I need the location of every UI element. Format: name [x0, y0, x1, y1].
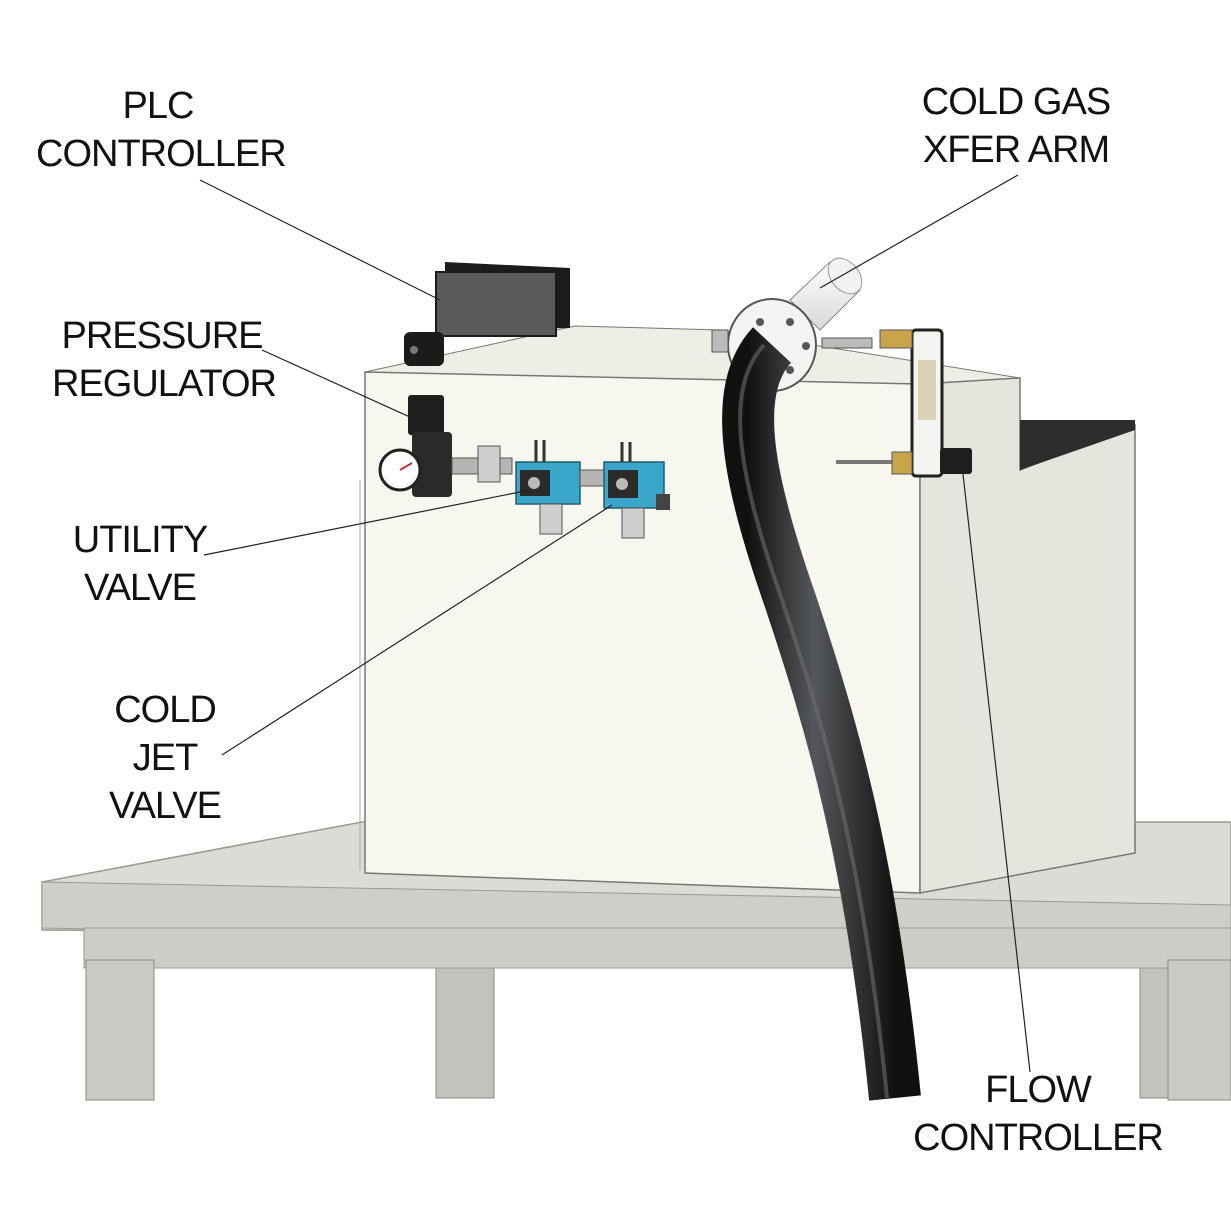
leader-lines [199, 174, 1031, 1073]
table-leg-front-right [1167, 959, 1231, 1101]
label-line: VALVE [84, 567, 197, 609]
table-leg-front-left [85, 959, 155, 1101]
table-apron [83, 927, 1231, 969]
label-line: CONTROLLER [913, 1117, 1164, 1159]
transfer-hose [722, 327, 921, 1101]
leader-plc [199, 179, 441, 301]
label-cold-jet-valve: COLD JET VALVE [100, 686, 230, 830]
label-line: COLD GAS [921, 81, 1111, 123]
pressure-regulator [378, 395, 513, 497]
table-leg-back-left [435, 967, 495, 1099]
leader-flow [961, 464, 1031, 1073]
label-line: VALVE [109, 785, 222, 827]
cold-jet-valve [603, 442, 670, 539]
label-line: UTILITY [72, 519, 208, 561]
leader-cold-jet [221, 504, 613, 756]
label-cold-gas-xfer-arm: COLD GAS XFER ARM [916, 78, 1116, 174]
label-utility-valve: UTILITY VALVE [70, 516, 210, 612]
label-flow-controller: FLOW CONTROLLER [912, 1066, 1164, 1162]
label-line: JET [132, 737, 199, 779]
flow-controller [836, 328, 972, 478]
plc-controller [404, 262, 570, 366]
leader-utility [203, 489, 531, 556]
label-pressure-regulator: PRESSURE REGULATOR [52, 312, 277, 408]
leader-regulator [261, 349, 413, 419]
label-line: CONTROLLER [36, 133, 287, 175]
label-plc-controller: PLC CONTROLLER [36, 82, 287, 178]
label-line: XFER ARM [922, 129, 1110, 171]
label-line: REGULATOR [52, 363, 277, 405]
utility-valve [515, 440, 607, 535]
leader-xfer-arm [819, 174, 1019, 289]
cabinet-step [1020, 420, 1135, 470]
label-line: PRESSURE [61, 315, 263, 357]
label-line: PLC [122, 85, 195, 127]
label-line: FLOW [985, 1069, 1092, 1111]
label-line: COLD [114, 689, 217, 731]
